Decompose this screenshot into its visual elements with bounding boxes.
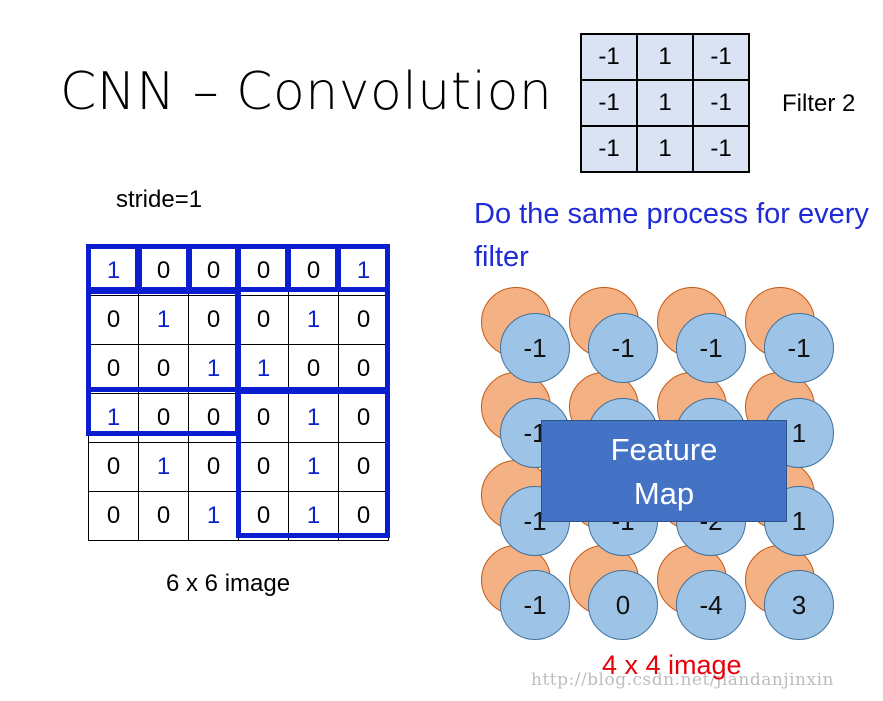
image-cell: 0 (138, 491, 189, 541)
image-cell: 0 (338, 295, 389, 345)
image-cell: 1 (188, 344, 239, 394)
filter-cell: -1 (580, 125, 638, 173)
image-cell: 0 (338, 442, 389, 492)
filter-cell: 1 (636, 79, 694, 127)
filter-cell: 1 (636, 125, 694, 173)
feature-map-value: -1 (764, 313, 834, 383)
feature-map-value: -4 (676, 570, 746, 640)
receptive-field-box (86, 289, 240, 436)
stride-label: stride=1 (116, 186, 203, 213)
feature-map-value: -1 (500, 570, 570, 640)
filter-cell: -1 (692, 79, 750, 127)
feature-map-value: -1 (500, 313, 570, 383)
image-cell: 0 (288, 344, 339, 394)
image-cell: 0 (338, 491, 389, 541)
receptive-field-box (236, 389, 390, 538)
filter-cell: -1 (692, 33, 750, 81)
image-cell: 0 (88, 442, 139, 492)
filter-cell: 1 (636, 33, 694, 81)
receptive-field-box (236, 244, 390, 392)
feature-map-value: 3 (764, 570, 834, 640)
feature-map-value: -1 (588, 313, 658, 383)
image-cell: 1 (238, 344, 289, 394)
image-cell: 0 (188, 442, 239, 492)
feature-map-label-box: Feature Map (541, 420, 787, 522)
image-cell: 0 (138, 344, 189, 394)
feature-map-label-line: Map (633, 476, 695, 511)
watermark: http://blog.csdn.net/jiandanjinxin (531, 670, 834, 690)
filter-cell: -1 (580, 79, 638, 127)
slide-title: CNN – Convolution (60, 62, 553, 122)
process-note: Do the same process for every filter (474, 198, 869, 273)
image-cell: 1 (138, 442, 189, 492)
feature-map-label-line: Feature (610, 432, 718, 467)
feature-map-value: -1 (676, 313, 746, 383)
filter-matrix: -1 1 -1 -1 1 -1 -1 1 -1 (580, 33, 750, 173)
image-cell: 1 (138, 295, 189, 345)
image-cell: 0 (88, 295, 139, 345)
image-cell: 0 (188, 295, 239, 345)
image-cell: 1 (188, 491, 239, 541)
filter-cell: -1 (692, 125, 750, 173)
image-cell: 0 (238, 491, 289, 541)
input-image-caption: 6 x 6 image (166, 570, 291, 597)
filter-cell: -1 (580, 33, 638, 81)
filter-label: Filter 2 (782, 90, 856, 117)
image-cell: 1 (288, 491, 339, 541)
image-cell: 0 (238, 295, 289, 345)
feature-map-value: 0 (588, 570, 658, 640)
output-image-caption: 4 x 4 image (602, 650, 742, 680)
image-cell: 0 (88, 491, 139, 541)
